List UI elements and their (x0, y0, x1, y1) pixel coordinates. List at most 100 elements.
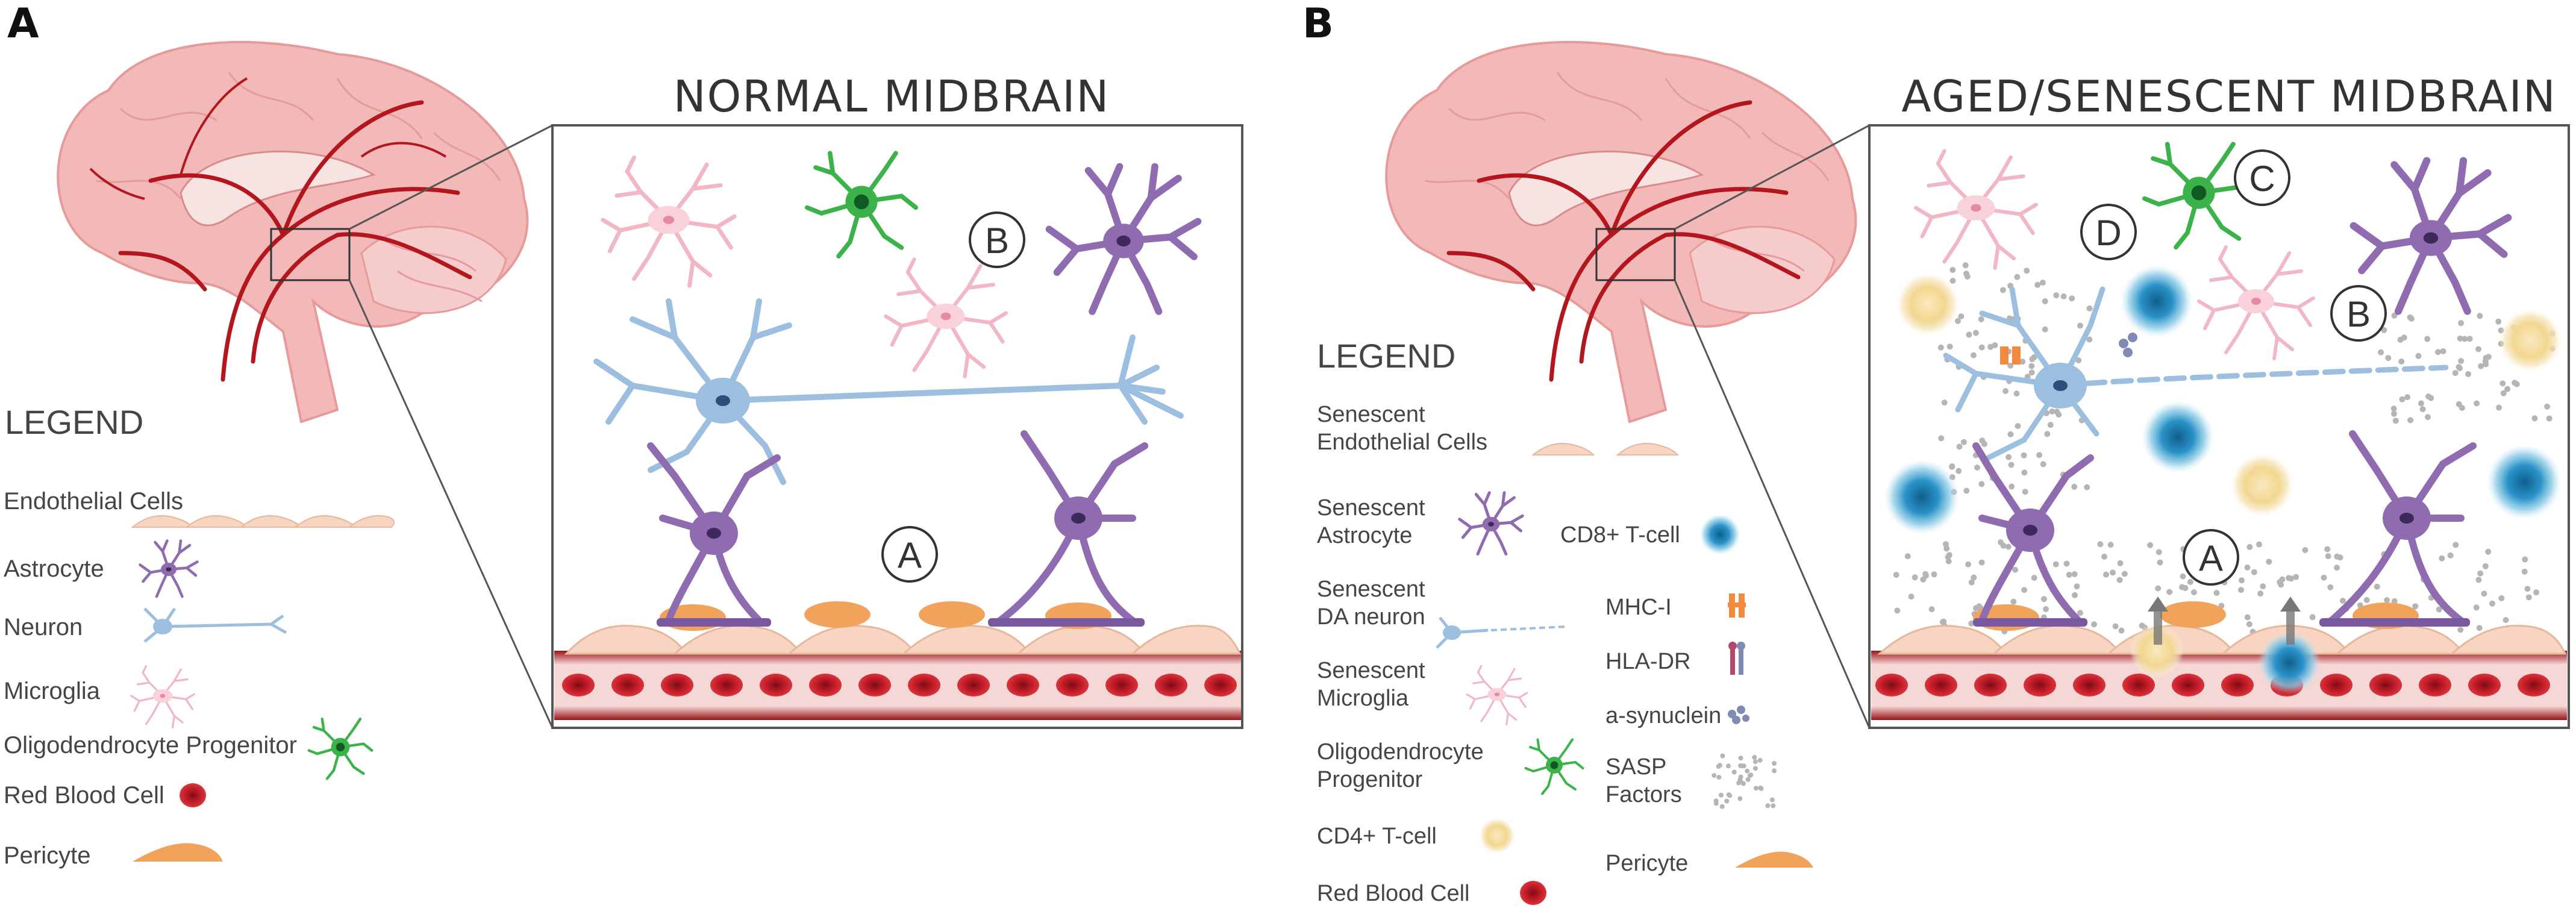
sasp-dot (2244, 564, 2251, 571)
sasp-dot (2042, 298, 2048, 304)
sasp-dot (2452, 370, 2459, 377)
sasp-dot (2458, 358, 2465, 365)
sasp-dot (2324, 546, 2331, 553)
sasp-dot (2075, 357, 2082, 363)
sasp-dot (2415, 352, 2422, 359)
sasp-dot (1752, 766, 1758, 771)
sasp-dot (2458, 320, 2465, 327)
sasp-dot (2238, 587, 2244, 593)
sasp-dot (1757, 757, 1763, 763)
sasp-dot (2475, 346, 2482, 352)
sasp-dot (1752, 754, 1757, 760)
sasp-dot (1713, 801, 1719, 806)
sasp-dot (1971, 574, 1977, 581)
svg-text:C: C (2249, 158, 2275, 199)
sasp-dot (1894, 607, 1901, 614)
sasp-dot (2404, 394, 2411, 401)
sasp-dot (1955, 318, 1961, 324)
sasp-dot (2179, 584, 2186, 590)
red-blood-cell (2518, 674, 2550, 697)
sasp-dot (1963, 487, 1970, 494)
legend-a-endothelial: Endothelial Cells (4, 488, 183, 515)
legend-a-title: LEGEND (5, 403, 143, 441)
sasp-dot (1978, 481, 1985, 487)
legend-a-neuron-icon (143, 607, 287, 643)
legend-b-rbc: Red Blood Cell (1317, 881, 1469, 906)
sasp-dot (1765, 803, 1771, 809)
sasp-dot (2034, 281, 2041, 288)
sasp-dot (2121, 571, 2128, 577)
sasp-dot (2147, 542, 2154, 548)
legend-a-microglia: Microglia (4, 678, 101, 704)
red-blood-cell (2221, 674, 2254, 697)
red-blood-cell (2468, 674, 2501, 697)
svg-text:B: B (2346, 294, 2371, 334)
label-circle-b-a: B (969, 211, 1025, 268)
sasp-dot (2019, 358, 2026, 365)
sasp-dot (2500, 390, 2507, 396)
red-blood-cell (1925, 674, 1957, 697)
legend-b-mhc: MHC-I (1605, 595, 1672, 620)
sasp-dot (2036, 452, 2043, 459)
sasp-dot (1724, 798, 1730, 804)
sasp-dot (2286, 575, 2292, 581)
sasp-dot (2066, 571, 2072, 578)
red-blood-cell (2122, 674, 2155, 697)
sasp-dot (1738, 756, 1743, 761)
sasp-dot (2504, 386, 2511, 392)
red-blood-cell (2419, 674, 2451, 697)
sasp-dot (1937, 344, 1944, 351)
sasp-dot (2031, 575, 2037, 581)
red-blood-cell (1056, 674, 1089, 697)
sasp-dot (2327, 584, 2334, 590)
red-blood-cell (710, 674, 743, 697)
sasp-dot (2334, 565, 2340, 571)
sasp-dot (2522, 556, 2528, 563)
sasp-dot (2473, 604, 2480, 611)
sasp-dot (1960, 439, 1967, 445)
sasp-dot (2256, 541, 2262, 548)
sasp-dot (2521, 568, 2528, 575)
label-circle-a-b: A (2183, 529, 2239, 586)
cd8-tcells-b (1884, 265, 2562, 534)
sasp-dot (2385, 355, 2392, 362)
sasp-dot (2425, 414, 2431, 421)
legend-a: LEGEND Endothelial Cells Astrocyte Neuro… (4, 403, 395, 869)
red-blood-cell (562, 674, 595, 697)
sasp-dot (1720, 753, 1725, 759)
sasp-dot (1949, 463, 1955, 470)
legend-b-sasp-icon (1712, 753, 1777, 809)
sasp-dot (1731, 769, 1737, 775)
senescent-neuron-b (1943, 286, 2449, 461)
red-blood-cell (611, 674, 644, 697)
sasp-dot (2049, 408, 2055, 415)
sasp-dot (2466, 336, 2473, 342)
brain-illustration-a (57, 40, 554, 728)
sasp-dot (1978, 559, 1985, 566)
sasp-dot (1739, 763, 1745, 769)
sasp-dot (2071, 484, 2078, 490)
sasp-dot (2476, 625, 2483, 631)
astrocytes-a (647, 430, 1148, 627)
sasp-dot (2381, 327, 2387, 333)
sasp-dot (2475, 577, 2482, 583)
sasp-dot (1939, 619, 1946, 625)
sasp-dot (2040, 596, 2047, 603)
sasp-dot (1737, 796, 1743, 801)
sasp-dot (2544, 403, 2551, 410)
sasp-dot (2097, 541, 2104, 548)
sasp-dot (2077, 322, 2083, 329)
sasp-dot (2086, 305, 2093, 311)
sasp-dot (2110, 569, 2116, 576)
svg-text:B: B (985, 221, 1009, 261)
sasp-dot (2047, 422, 2054, 428)
legend-b-asyn: a-synuclein (1605, 703, 1721, 728)
sasp-dot (2374, 583, 2380, 590)
sasp-dot (2325, 553, 2331, 560)
sasp-dot (2157, 559, 2163, 566)
sasp-dot (1928, 606, 1935, 613)
sasp-dot (2546, 415, 2553, 422)
sasp-dot (2028, 369, 2035, 376)
